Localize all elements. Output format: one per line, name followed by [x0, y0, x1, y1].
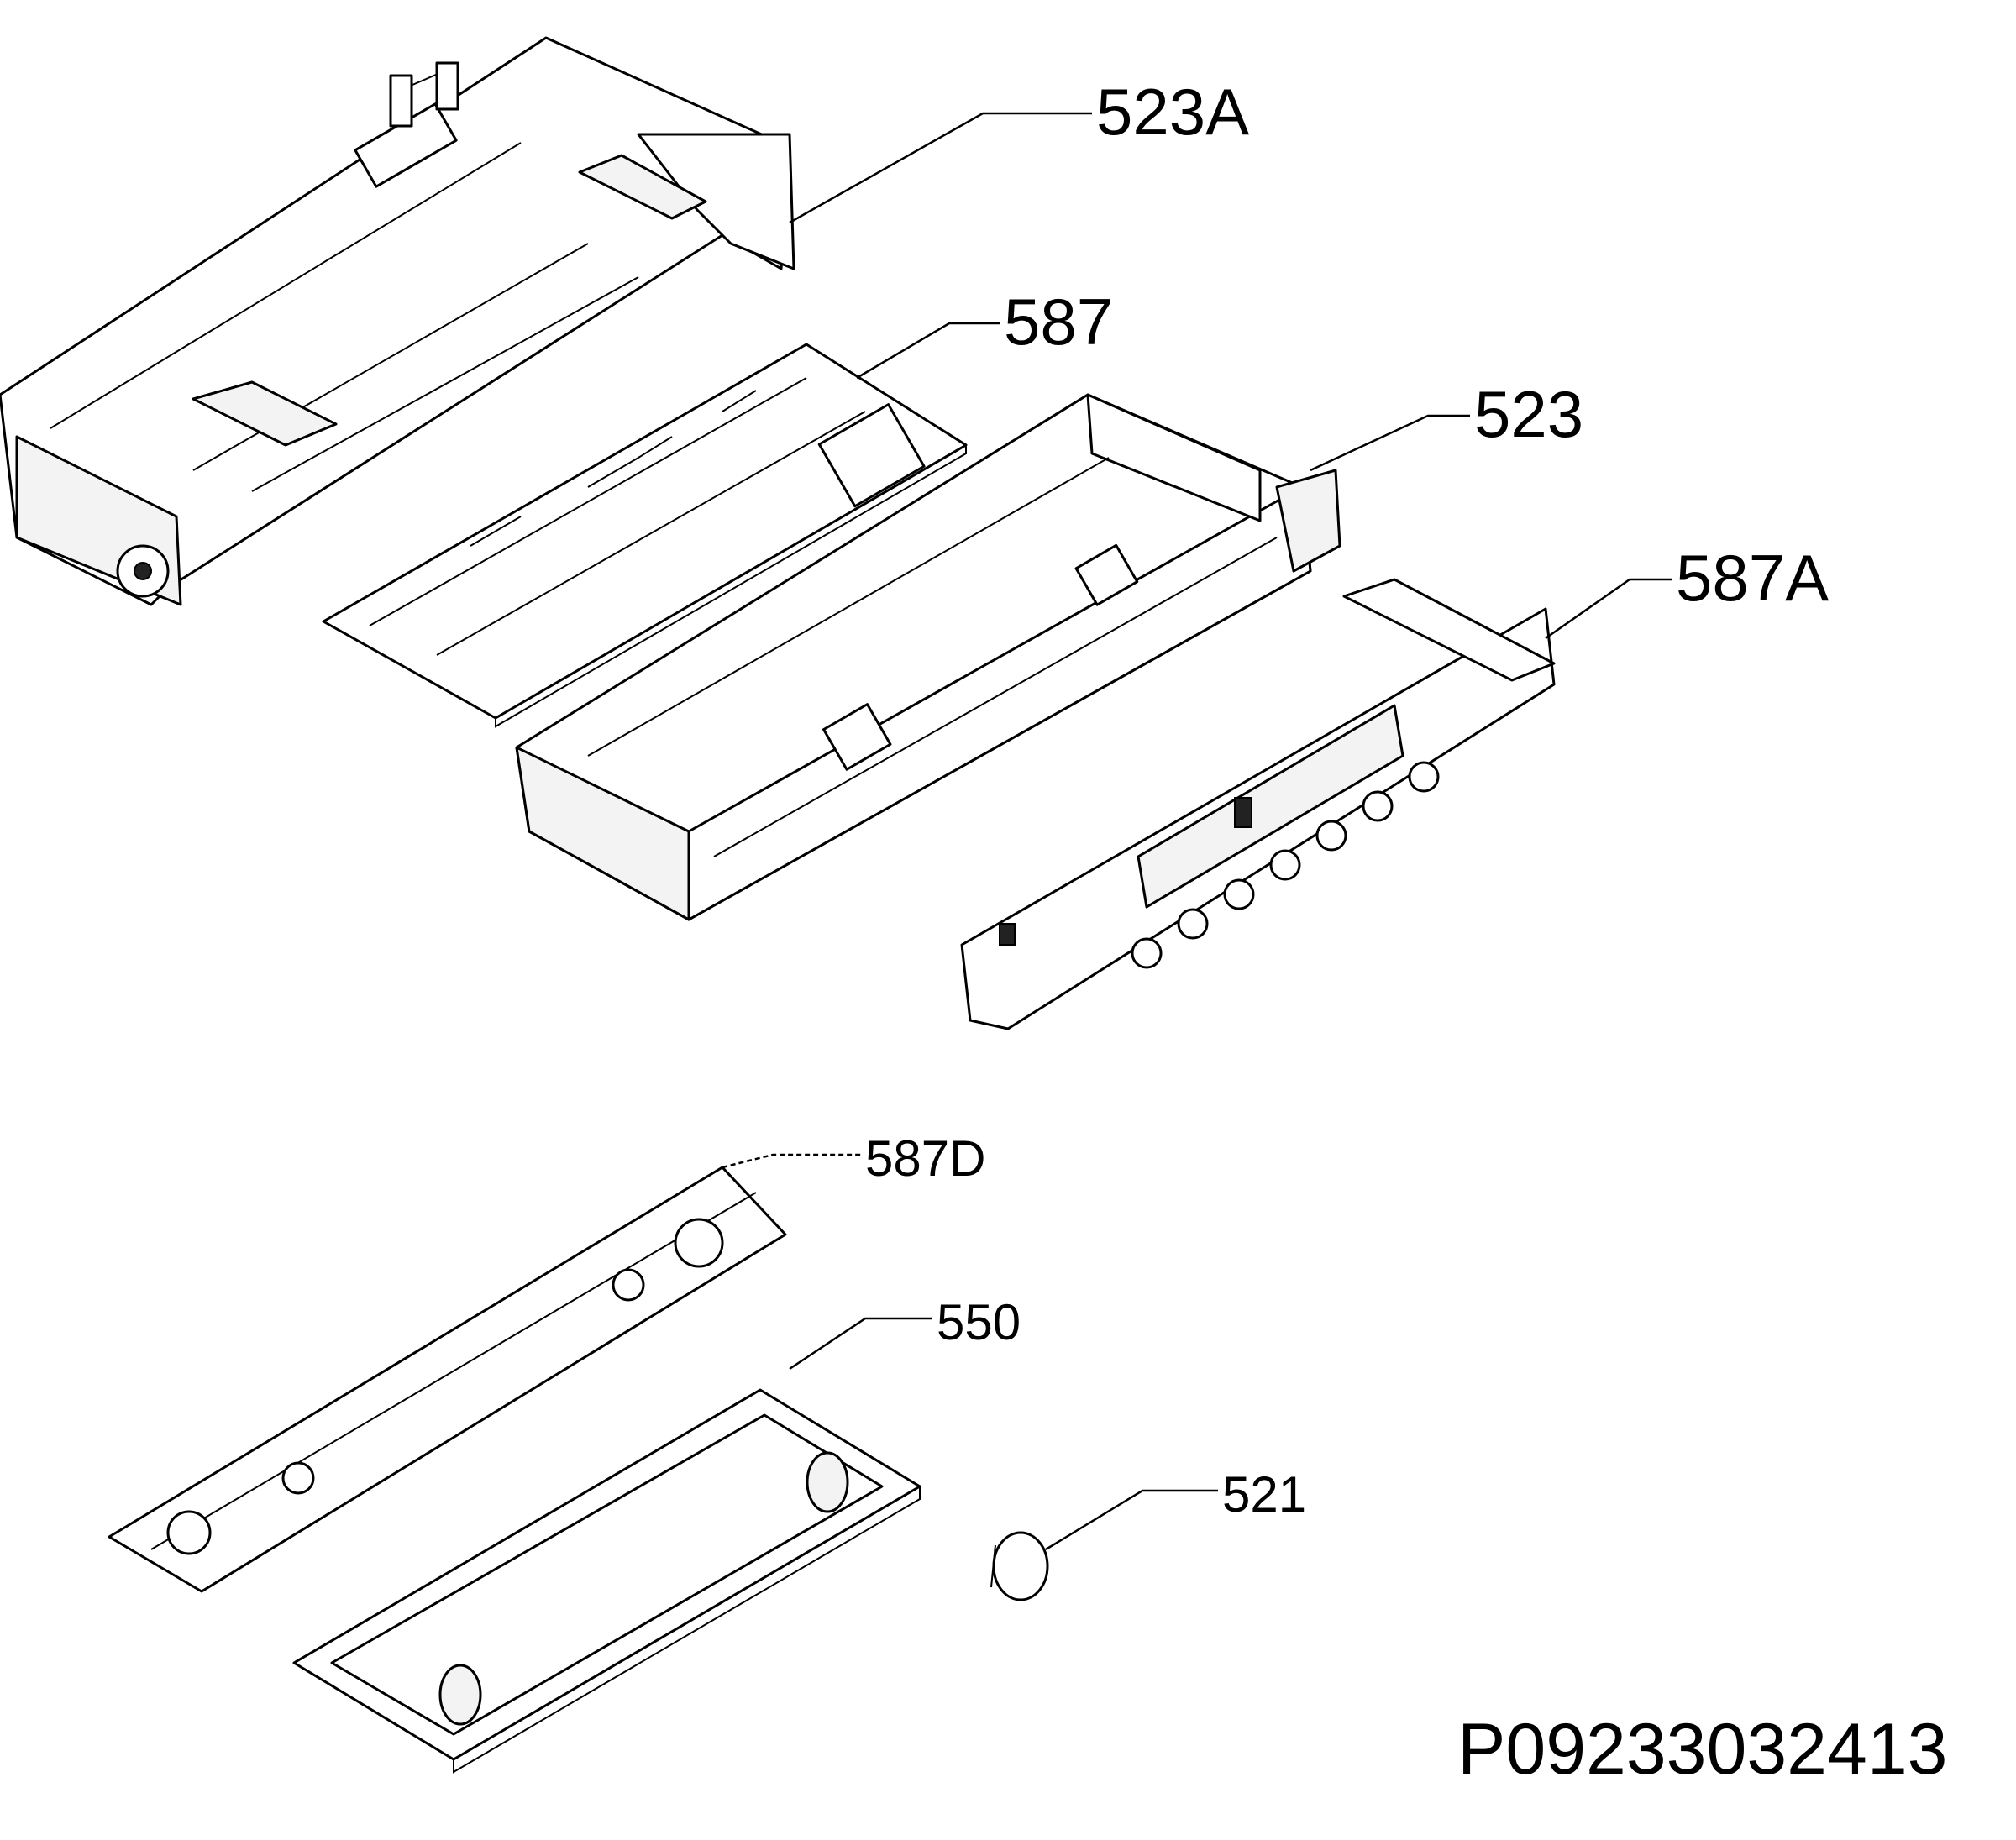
- label-587: 587: [1004, 285, 1113, 359]
- part-550-frame: [292, 1388, 921, 1774]
- part-523-tray: [515, 393, 1341, 921]
- drawing-code: P09233032413: [1457, 1709, 1947, 1790]
- part-587-pcb: [322, 343, 968, 728]
- label-523: 523: [1474, 377, 1583, 451]
- label-521: 521: [1222, 1466, 1306, 1523]
- leader-lines: [722, 112, 1672, 1551]
- pcb-printed-markings: [470, 390, 757, 547]
- button-row: [1131, 761, 1440, 969]
- part-587a-button-board: [960, 578, 1556, 1030]
- label-587a: 587A: [1676, 541, 1829, 615]
- part-587d-foil: [108, 1166, 787, 1593]
- label-587d: 587D: [865, 1130, 985, 1187]
- part-521-cap: [990, 1531, 1049, 1601]
- label-550: 550: [937, 1294, 1021, 1350]
- part-labels: 523A 587 523 587A 587D 550 521: [865, 75, 1829, 1523]
- part-523a-cover: [0, 36, 795, 606]
- label-523a: 523A: [1096, 75, 1249, 149]
